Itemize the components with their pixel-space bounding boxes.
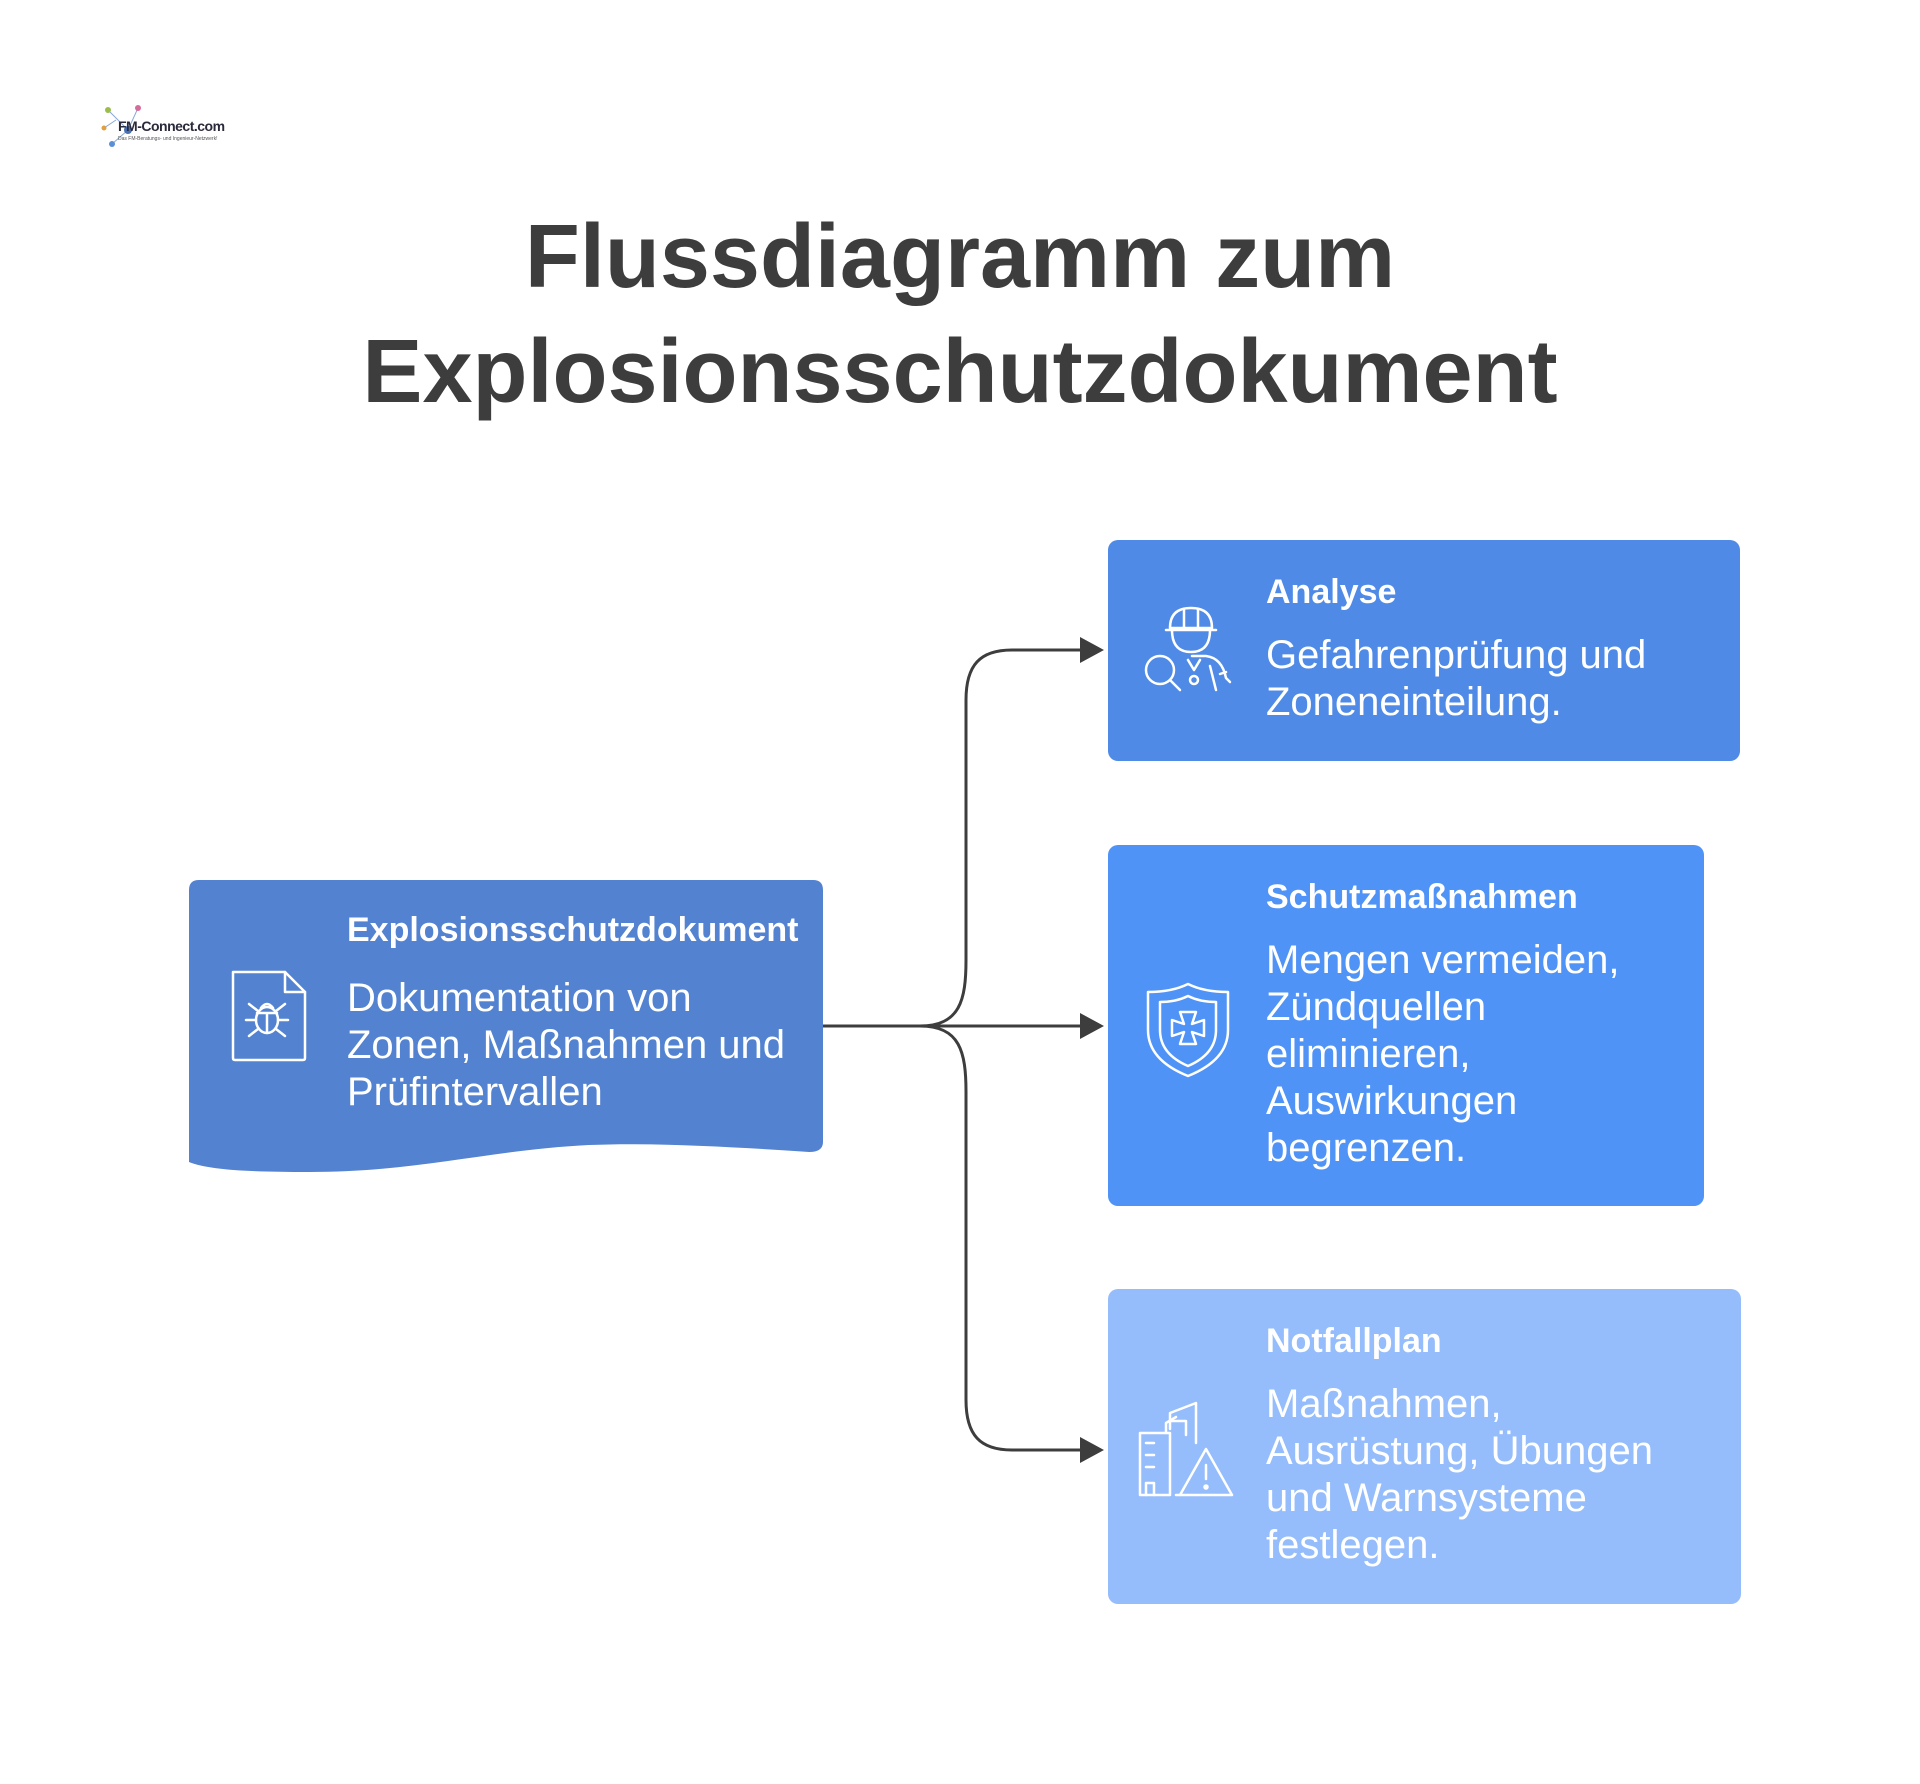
logo-text: FM-Connect.com — [118, 118, 225, 134]
arrow-head-notfall — [1080, 1437, 1104, 1463]
source-text: Dokumentation von Zonen, Maßnahmen und P… — [347, 976, 786, 1114]
connector-to-analyse — [919, 648, 1085, 1028]
arrow-head-analyse — [1080, 637, 1104, 663]
page-title: Flussdiagramm zum Explosionsschutzdokume… — [0, 200, 1920, 430]
fm-connect-logo — [101, 105, 141, 147]
schutzmassnahmen-title: Schutzmaßnahmen — [1266, 878, 1578, 916]
source-node: Explosionsschutzdokument Dokumentation v… — [189, 880, 823, 1172]
notfallplan-text: Maßnahmen, Ausrüstung, Übungen und Warns… — [1266, 1382, 1653, 1567]
title-line-1: Flussdiagramm zum — [524, 207, 1396, 307]
building-warning-icon — [1138, 1401, 1234, 1497]
inspector-magnifier-icon — [1144, 606, 1232, 692]
source-title: Explosionsschutzdokument — [347, 911, 799, 949]
shield-cross-icon — [1146, 982, 1230, 1078]
logo-subtitle: Das FM-Beratungs- und Ingenieur-Netzwerk… — [118, 136, 218, 142]
target-node-schutzmassnahmen: Schutzmaßnahmen Mengen vermeiden, Zündqu… — [1108, 845, 1704, 1206]
notfallplan-title: Notfallplan — [1266, 1322, 1442, 1360]
target-node-analyse: Analyse Gefahrenprüfung und Zoneneinteil… — [1108, 540, 1740, 761]
document-bug-icon — [231, 970, 307, 1062]
schutzmassnahmen-text: Mengen vermeiden, Zündquellen eliminiere… — [1266, 938, 1620, 1170]
arrow-head-schutz — [1080, 1013, 1104, 1039]
analyse-text: Gefahrenprüfung und Zoneneinteilung. — [1266, 633, 1647, 724]
title-line-2: Explosionsschutzdokument — [362, 322, 1558, 422]
analyse-title: Analyse — [1266, 573, 1397, 611]
connector-to-notfall — [919, 1024, 1085, 1452]
target-node-notfallplan: Notfallplan Maßnahmen, Ausrüstung, Übung… — [1108, 1289, 1741, 1604]
document-shape — [189, 880, 823, 1172]
